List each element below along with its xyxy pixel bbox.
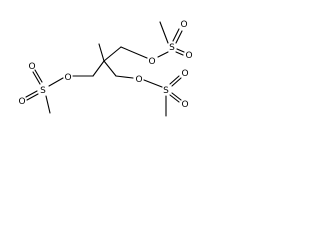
bond-s-o-double-top-2 xyxy=(175,30,183,44)
bond-o-s-right xyxy=(143,79,163,88)
mesylate-group-right: O S O O xyxy=(135,69,189,117)
bond-o-s-top xyxy=(157,51,169,58)
bond-s-o-double-right-down-1 xyxy=(171,92,182,101)
bond-s-o-double-left-down-1 xyxy=(25,90,38,98)
bond-ch2-right-o xyxy=(115,75,134,79)
chemical-structure-diagram: O S O O O S O O O S O xyxy=(18,20,193,117)
bond-s-o-double-right-up-1 xyxy=(169,75,180,85)
bond-s-o-double-right-up-2 xyxy=(171,77,182,87)
atom-o-left-up: O xyxy=(28,62,35,72)
structure-canvas: O S O O O S O O O S O xyxy=(0,0,224,133)
atom-s-top: S xyxy=(169,43,175,53)
atom-o-ester-top: O xyxy=(148,57,155,67)
mesylate-group-left: O S O O xyxy=(18,62,72,114)
mesylate-group-top: O S O O xyxy=(148,20,192,67)
bond-quaternary-ch2-right xyxy=(103,60,117,77)
carbon-skeleton xyxy=(72,43,148,79)
bond-quaternary-ch2-left xyxy=(92,60,105,77)
bond-s-o-double-left-up-2 xyxy=(34,69,43,83)
atom-s-right: S xyxy=(163,86,169,96)
bond-s-ch3-left xyxy=(45,95,51,114)
bond-ch2-top-o xyxy=(120,46,148,59)
bond-s-o-double-bottom-1 xyxy=(176,48,185,53)
bond-s-ch3-top xyxy=(159,21,169,44)
bond-quaternary-ch2-top xyxy=(103,46,122,62)
bond-methyl xyxy=(98,43,105,62)
bond-s-o-double-left-down-2 xyxy=(26,93,39,101)
bond-o-s-left xyxy=(48,77,64,87)
atom-o-right-down: O xyxy=(181,100,188,110)
atom-o-top-up: O xyxy=(180,20,187,30)
atom-o-ester-left: O xyxy=(64,73,71,83)
atom-o-left-down: O xyxy=(18,97,25,107)
bond-s-o-double-right-down-2 xyxy=(169,94,180,103)
atom-o-right-up: O xyxy=(181,69,188,79)
bond-s-o-double-top-1 xyxy=(172,28,180,42)
atom-o-top-down: O xyxy=(185,51,192,61)
atom-o-ester-right: O xyxy=(135,75,142,85)
atom-s-left: S xyxy=(40,86,46,96)
bond-s-o-double-bottom-2 xyxy=(175,51,184,56)
bond-s-o-double-left-up-1 xyxy=(32,71,41,85)
